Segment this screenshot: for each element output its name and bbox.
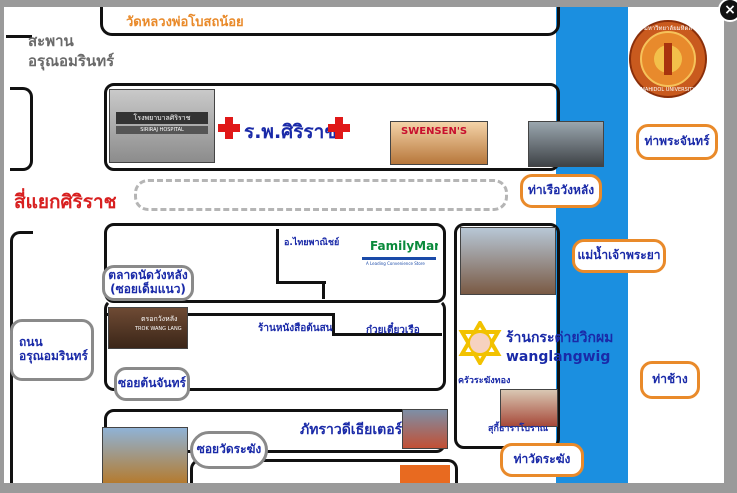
pattara-label: ภัทราวดีเธียเตอร์ xyxy=(300,422,403,438)
bottom-road xyxy=(190,459,458,483)
theatre-photo xyxy=(402,409,448,449)
lane xyxy=(332,313,335,335)
market-bubble: ตลาดนัดวังหลัง (ซอยเด็มแนว) xyxy=(102,265,194,301)
noodle-label: ก๋วยเตี๋ยวเรือ xyxy=(366,325,420,336)
soi-ton-chan-bubble: ซอยต้นจันทร์ xyxy=(114,367,190,401)
tha-chang-bubble: ท่าช้าง xyxy=(640,361,700,399)
lane xyxy=(106,313,332,316)
hospital-cross-icon xyxy=(328,117,350,139)
orange-shop-photo xyxy=(400,465,450,483)
tha-wat-rakhang-bubble: ท่าวัดระฆัง xyxy=(500,443,584,477)
saphan-arun-label: สะพาน อรุณอมรินทร์ xyxy=(28,32,115,71)
market-photo xyxy=(460,227,556,295)
wig-shop-en-label: wanglangwig xyxy=(506,349,611,365)
top-road xyxy=(100,7,560,36)
map-canvas: วัดหลวงพ่อโบสถน้อย สะพาน อรุณอมรินทร์ โร… xyxy=(4,7,724,483)
chao-phraya-bubble: แม่น้ำเจ้าพระยา xyxy=(572,239,666,273)
star-of-david-icon xyxy=(458,319,502,367)
alley xyxy=(276,281,326,284)
tha-wang-lang-bubble: ท่าเรือวังหลัง xyxy=(520,174,602,208)
wat-luang-pho-label: วัดหลวงพ่อโบสถน้อย xyxy=(126,15,244,30)
familymart-sign: FamilyMart A Leading Convenience Store xyxy=(360,235,438,269)
left-road-top xyxy=(6,35,32,38)
middle-block xyxy=(104,223,446,303)
soi-wat-rakhang-bubble: ซอยวัดระฆัง xyxy=(190,431,268,469)
arun-road-bubble: ถนน อรุณอมรินทร์ xyxy=(10,319,94,381)
lane xyxy=(332,333,442,336)
close-icon[interactable]: × xyxy=(718,0,737,22)
swensens-photo: SWENSEN'S xyxy=(390,121,488,165)
tha-phra-chan-bubble: ท่าพระจันทร์ xyxy=(636,124,718,160)
pharmacy-label: อ.ไทยพาณิชย์ xyxy=(284,238,340,248)
hospital-photo: โรงพยาบาลศิริราช SIRIRAJ HOSPITAL xyxy=(109,89,215,163)
trok-wang-lang-sign: ตรอกวังหลัง TROK WANG LANG xyxy=(108,307,188,349)
sukiyaki-photo xyxy=(500,389,558,427)
wat-rakhang-photo xyxy=(102,427,188,483)
krua-label: ครัวระฆังทอง xyxy=(458,376,511,386)
hospital-cross-icon xyxy=(218,117,240,139)
bookstore-label: ร้านหนังสือต้นสน xyxy=(258,323,333,334)
lower-block xyxy=(104,299,446,391)
mahidol-seal-icon: มหาวิทยาลัยมหิดล MAHIDOL UNIVERSITY xyxy=(628,19,708,99)
siriraj-dashed-road xyxy=(134,179,508,211)
wig-shop-label: ร้านกระต่ายวิกผม xyxy=(506,330,614,346)
sukiyaki-label: สุกี้ธาราโบราณ xyxy=(488,424,549,434)
left-road-mid xyxy=(10,87,33,171)
pier-photo xyxy=(528,121,604,167)
siriraj-hospital-label: ร.พ.ศิริราช xyxy=(244,121,338,143)
alley xyxy=(322,281,325,299)
alley xyxy=(276,229,279,283)
siriraj-intersection-label: สี่แยกศิริราช xyxy=(14,191,117,213)
